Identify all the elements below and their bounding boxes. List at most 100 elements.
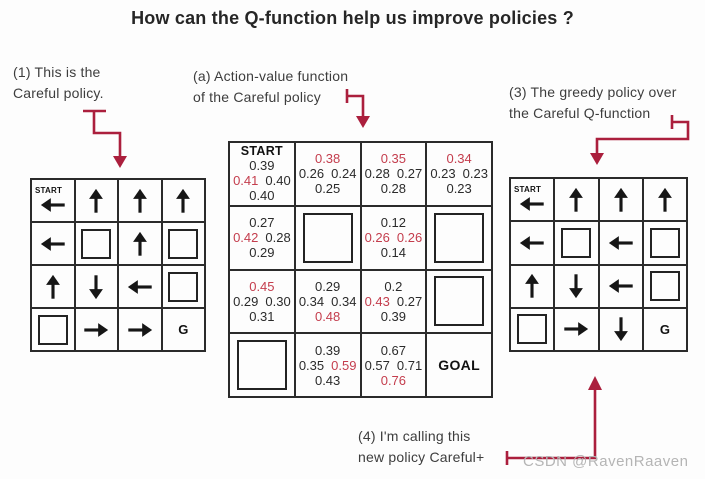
q-value-left: 0.23: [430, 166, 456, 182]
policy-cell: [511, 222, 554, 264]
policy-cell: [75, 223, 117, 264]
q-value-up: 0.39: [249, 158, 275, 174]
policy-cell: [511, 308, 554, 350]
q-value-right: 0.40: [265, 173, 291, 189]
greedy-policy-grid: START G: [509, 177, 688, 352]
policy-cell: [511, 265, 554, 307]
start-label: START: [240, 144, 283, 159]
q-value-right: 0.24: [331, 166, 357, 182]
blocked-square: [168, 271, 199, 302]
q-value-up: 0.45: [249, 278, 275, 294]
arrow-up-icon: [170, 188, 196, 214]
arrow-down-icon: [608, 316, 634, 342]
q-value-right: 0.27: [396, 166, 423, 182]
q-value-right: 0.34: [331, 293, 357, 309]
blocked-square: [517, 314, 548, 345]
q-value-up: 0.29: [314, 278, 341, 294]
policy-cell: [555, 179, 598, 221]
q-value-right: 0.30: [265, 293, 291, 309]
q-value-left: 0.28: [364, 166, 390, 182]
start-label: START: [35, 185, 63, 195]
annotation-careful-plus: (4) I'm calling this new policy Careful+: [358, 426, 484, 468]
q-value-down: 0.48: [314, 308, 341, 324]
q-value-down: 0.31: [249, 308, 275, 324]
q-cell: [427, 270, 491, 333]
policy-cell: [119, 180, 161, 221]
q-value-up: 0.2: [384, 278, 403, 294]
q-value-left: 0.35: [298, 357, 325, 373]
policy-cell: [75, 266, 117, 307]
policy-cell: [32, 266, 74, 307]
blocked-square: [302, 212, 353, 263]
q-value-left: 0.41: [233, 173, 259, 189]
arrow-down-icon: [83, 274, 109, 300]
q-value-down: 0.14: [380, 245, 407, 261]
policy-cell: [555, 265, 598, 307]
q-value-up: 0.27: [249, 215, 275, 231]
q-value-left: 0.26: [364, 230, 390, 246]
q-value-up: 0.67: [380, 342, 407, 358]
arrow-up-icon: [652, 187, 678, 213]
arrow-left-icon: [127, 274, 153, 300]
connector-arrow-2: [345, 89, 370, 128]
q-value-left: 0.34: [298, 293, 325, 309]
policy-cell: [599, 265, 642, 307]
blocked-square: [649, 227, 680, 258]
policy-cell: [162, 223, 204, 264]
q-value-up: 0.39: [314, 342, 341, 358]
arrow-left-icon: [519, 230, 545, 256]
blocked-square: [561, 227, 592, 258]
annotation-greedy-policy: (3) The greedy policy over the Careful Q…: [509, 82, 677, 124]
q-value-right: 0.23: [462, 166, 488, 182]
blocked-square: [434, 212, 485, 263]
policy-cell: [162, 180, 204, 221]
q-value-up: 0.38: [314, 151, 341, 167]
arrow-up-icon: [83, 188, 109, 214]
annotation-line: new policy Careful+: [358, 449, 485, 465]
arrow-left-icon: [519, 191, 545, 217]
blocked-square: [168, 228, 199, 259]
policy-cell: G: [643, 308, 686, 350]
arrow-up-icon: [127, 188, 153, 214]
policy-cell: [555, 222, 598, 264]
q-cell: [230, 334, 294, 396]
policy-cell: START: [32, 180, 74, 221]
q-value-down: 0.29: [249, 245, 275, 261]
page-title: How can the Q-function help us improve p…: [131, 8, 574, 28]
arrow-left-icon: [608, 230, 634, 256]
start-label: START: [514, 184, 542, 194]
policy-cell: [643, 179, 686, 221]
annotation-line: (4) I'm calling this: [358, 428, 471, 444]
annotation-line: Careful policy.: [13, 85, 104, 101]
policy-cell: [643, 265, 686, 307]
q-cell: [427, 206, 491, 269]
q-value-left: 0.57: [364, 357, 390, 373]
q-value-down: 0.28: [380, 181, 407, 197]
q-cell: [295, 206, 360, 269]
q-cell: GOAL: [427, 334, 491, 396]
q-value-left: 0.26: [298, 166, 325, 182]
policy-cell: [599, 222, 642, 264]
policy-cell: [32, 223, 74, 264]
policy-cell: [119, 266, 161, 307]
blocked-square: [37, 314, 68, 345]
arrow-right-icon: [563, 316, 589, 342]
q-value-down: 0.39: [380, 308, 407, 324]
q-value-up: 0.35: [380, 151, 407, 167]
blocked-square: [649, 271, 680, 302]
policy-cell: [75, 309, 117, 350]
q-value-down: 0.25: [314, 181, 341, 197]
q-value-left: 0.43: [364, 293, 390, 309]
policy-cell: [599, 179, 642, 221]
q-value-down: 0.76: [380, 372, 407, 388]
annotation-action-value-function: (a) Action-value function of the Careful…: [193, 66, 348, 108]
